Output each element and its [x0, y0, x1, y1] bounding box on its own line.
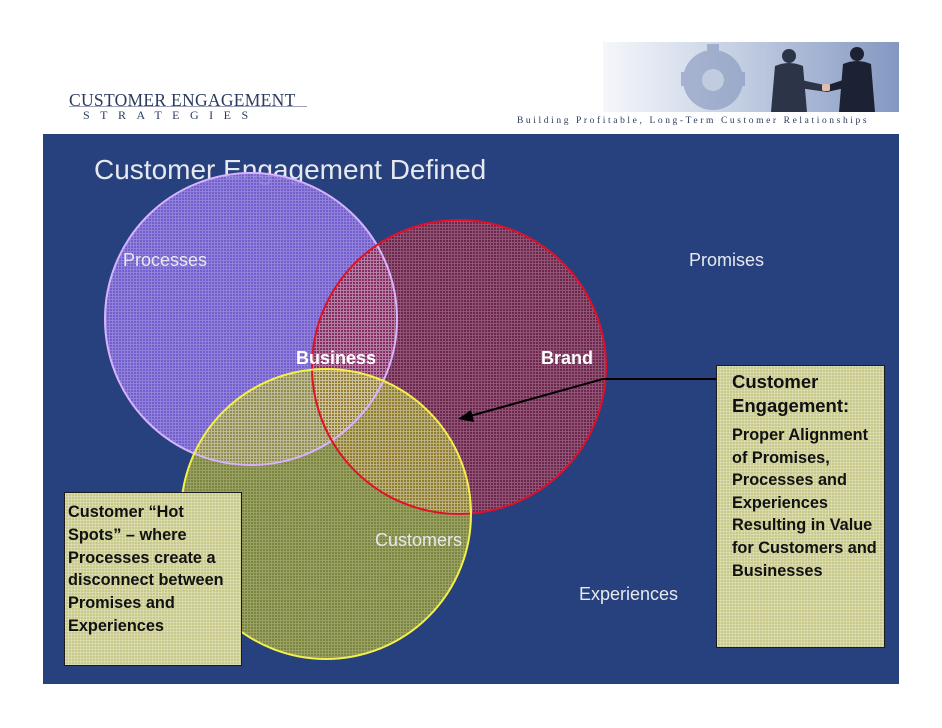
label-promises: Promises: [689, 250, 765, 270]
customer-engagement-note: Customer Engagement: Proper Alignment of…: [716, 365, 885, 648]
label-experiences: Experiences: [579, 584, 679, 604]
customer-engagement-heading: Customer Engagement:: [732, 371, 850, 416]
label-brand: Brand: [541, 348, 594, 368]
slide-header: CUSTOMER ENGAGEMENT STRATEGIES Building …: [43, 42, 899, 134]
slide: CUSTOMER ENGAGEMENT STRATEGIES Building …: [43, 42, 899, 684]
hot-spots-note-text: Customer “Hot Spots” – where Processes c…: [68, 503, 224, 635]
label-processes: Processes: [123, 250, 208, 270]
logo-main-text: CUSTOMER ENGAGEMENT: [69, 90, 296, 110]
label-customers: Customers: [375, 530, 463, 550]
label-business: Business: [296, 348, 377, 368]
pointer-arrow: [458, 378, 716, 422]
customer-engagement-body: Proper Alignment of Promises, Processes …: [732, 426, 877, 580]
logo-divider: [69, 106, 307, 107]
hot-spots-note: Customer “Hot Spots” – where Processes c…: [64, 492, 242, 666]
venn-diagram: [104, 172, 716, 660]
handshake-photo: [603, 42, 899, 112]
logo-sub-text: STRATEGIES: [83, 108, 259, 122]
header-tagline: Building Profitable, Long-Term Customer …: [517, 116, 870, 126]
slide-body: Customer Engagement Defined: [43, 134, 899, 684]
